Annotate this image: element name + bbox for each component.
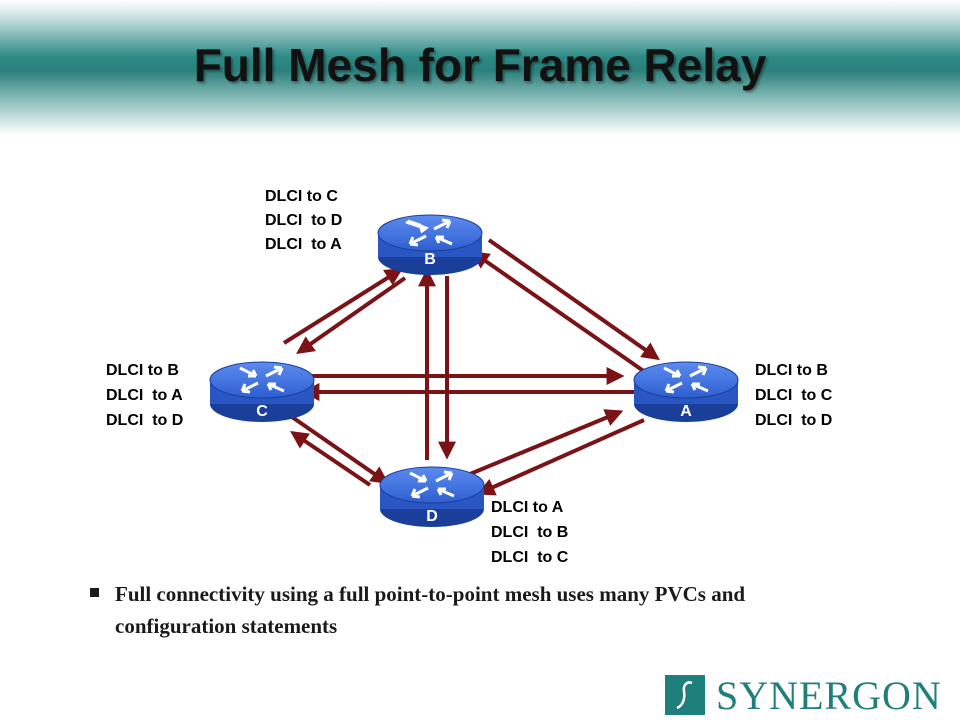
bullet-text: Full connectivity using a full point-to-… bbox=[115, 582, 746, 638]
router-a-label: A bbox=[680, 403, 692, 420]
router-arrows-icon bbox=[239, 365, 285, 394]
dlci-labels-a: DLCI to B DLCI to C DLCI to D bbox=[755, 362, 833, 429]
router-b: B bbox=[377, 214, 483, 275]
dlci-d-line-2: DLCI to B bbox=[491, 524, 568, 541]
dlci-d-line-3: DLCI to C bbox=[491, 549, 569, 566]
pvc-d-to-a bbox=[469, 409, 624, 476]
router-d-label: D bbox=[426, 508, 438, 525]
bullet-square-icon bbox=[90, 588, 99, 597]
router-b-label: B bbox=[424, 251, 436, 268]
router-arrows-icon bbox=[405, 218, 453, 247]
pvc-c-to-b bbox=[282, 268, 404, 345]
synergon-logo-text: SYNERGON bbox=[716, 673, 942, 718]
pvc-a-to-b bbox=[471, 250, 647, 374]
router-arrows-icon bbox=[409, 470, 455, 499]
router-c: C bbox=[209, 361, 315, 422]
dlci-c-line-1: DLCI to B bbox=[106, 362, 179, 379]
dlci-labels-d: DLCI to A DLCI to B DLCI to C bbox=[491, 499, 569, 566]
pvc-links bbox=[282, 238, 660, 496]
dlci-labels-c: DLCI to B DLCI to A DLCI to D bbox=[106, 362, 183, 429]
dlci-labels-b: DLCI to C DLCI to D DLCI to A bbox=[265, 188, 342, 253]
pvc-b-to-c bbox=[296, 276, 407, 355]
dlci-b-line-2: DLCI to D bbox=[265, 212, 342, 229]
synergon-logo-mark-icon bbox=[665, 675, 705, 715]
pvc-c-to-d bbox=[290, 415, 389, 485]
dlci-c-line-2: DLCI to A bbox=[106, 387, 183, 404]
router-arrows-icon bbox=[663, 365, 709, 394]
dlci-a-line-3: DLCI to D bbox=[755, 412, 832, 429]
dlci-a-line-2: DLCI to C bbox=[755, 387, 833, 404]
dlci-a-line-1: DLCI to B bbox=[755, 362, 828, 379]
router-d: D bbox=[379, 466, 485, 527]
slide-title: Full Mesh for Frame Relay bbox=[193, 39, 767, 91]
dlci-d-line-1: DLCI to A bbox=[491, 499, 564, 516]
pvc-a-to-d bbox=[476, 418, 645, 496]
router-a: A bbox=[633, 361, 739, 422]
dlci-c-line-3: DLCI to D bbox=[106, 412, 183, 429]
pvc-b-to-a bbox=[487, 238, 660, 361]
dlci-b-line-1: DLCI to C bbox=[265, 188, 338, 205]
header-band bbox=[0, 0, 960, 135]
router-c-label: C bbox=[256, 403, 268, 420]
pvc-d-to-c bbox=[290, 430, 372, 487]
dlci-b-line-3: DLCI to A bbox=[265, 236, 342, 253]
